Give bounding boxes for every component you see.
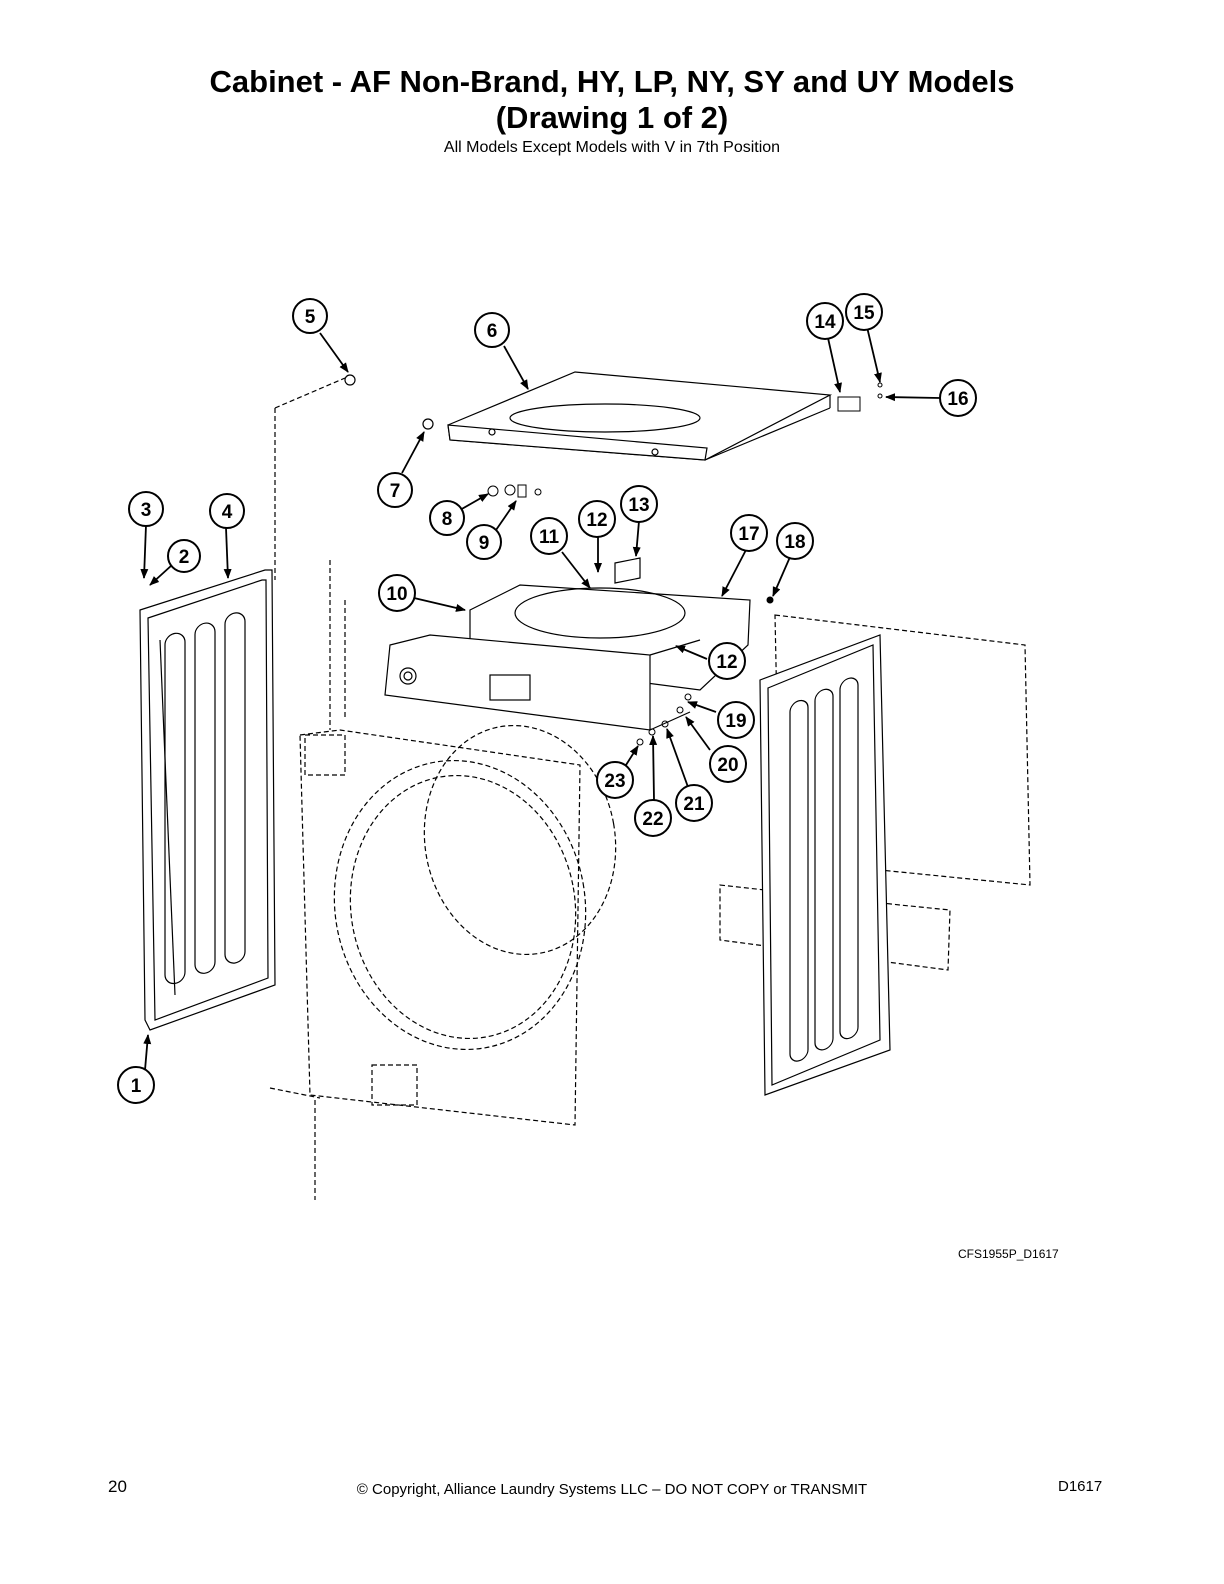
callout-23: 23 [596,761,634,799]
callout-4: 4 [209,493,245,529]
fasteners [487,382,883,746]
svg-text:13: 13 [628,495,649,516]
back-service-panel [759,634,891,1096]
svg-text:18: 18 [784,532,805,553]
callout-6: 6 [474,312,510,348]
callout-19: 19 [717,701,755,739]
left-side-panel [139,569,276,1031]
svg-text:4: 4 [222,502,233,523]
svg-text:21: 21 [683,794,705,815]
callout-12b: 12 [708,642,746,680]
page-subtitle: All Models Except Models with V in 7th P… [443,139,781,156]
svg-text:2: 2 [179,547,190,568]
svg-text:6: 6 [487,321,498,342]
svg-text:12: 12 [586,510,607,531]
callout-16: 16 [939,379,977,417]
callout-1: 1 [117,1066,155,1104]
svg-text:20: 20 [717,755,738,776]
callout-7: 7 [377,472,413,508]
copyright-notice: © Copyright, Alliance Laundry Systems LL… [356,1481,868,1498]
callout-5: 5 [292,298,328,334]
callout-13: 13 [620,485,658,523]
svg-text:8: 8 [442,509,453,530]
svg-text:12: 12 [716,652,737,673]
callout-21: 21 [675,784,713,822]
svg-text:10: 10 [386,584,407,605]
svg-text:1: 1 [131,1076,142,1097]
document-code: D1617 [1058,1478,1103,1495]
svg-text:7: 7 [390,481,401,502]
callout-18: 18 [776,522,814,560]
callouts: 1 2 3 4 5 6 7 8 9 10 11 12 13 14 15 16 1… [117,293,977,1104]
control-panel-assembly [384,557,751,731]
callout-22: 22 [634,799,672,837]
callout-2: 2 [167,539,201,573]
svg-text:17: 17 [738,524,759,545]
callout-11: 11 [530,517,568,555]
page-number: 20 [108,1477,127,1496]
svg-text:5: 5 [305,307,316,328]
svg-text:14: 14 [814,312,836,333]
callout-12a: 12 [578,500,616,538]
drawing-number: (Drawing 1 of 2) [495,100,729,135]
svg-text:15: 15 [853,303,875,324]
callout-3: 3 [128,491,164,527]
leader-lines [140,326,941,1071]
callout-20: 20 [709,745,747,783]
callout-15: 15 [845,293,883,331]
svg-text:3: 3 [141,500,152,521]
page-title: Cabinet - AF Non-Brand, HY, LP, NY, SY a… [209,64,1015,99]
callout-8: 8 [429,500,465,536]
callout-9: 9 [466,524,502,560]
callout-17: 17 [730,514,768,552]
svg-text:11: 11 [539,527,560,548]
callout-10: 10 [378,574,416,612]
top-panel [344,371,833,461]
svg-text:9: 9 [479,533,490,554]
callout-14: 14 [806,302,844,340]
svg-text:19: 19 [725,711,746,732]
svg-text:23: 23 [604,771,625,792]
svg-text:22: 22 [642,809,663,830]
svg-text:16: 16 [947,389,968,410]
figure-code: CFS1955P_D1617 [958,1247,1059,1261]
front-panel [269,377,617,1200]
